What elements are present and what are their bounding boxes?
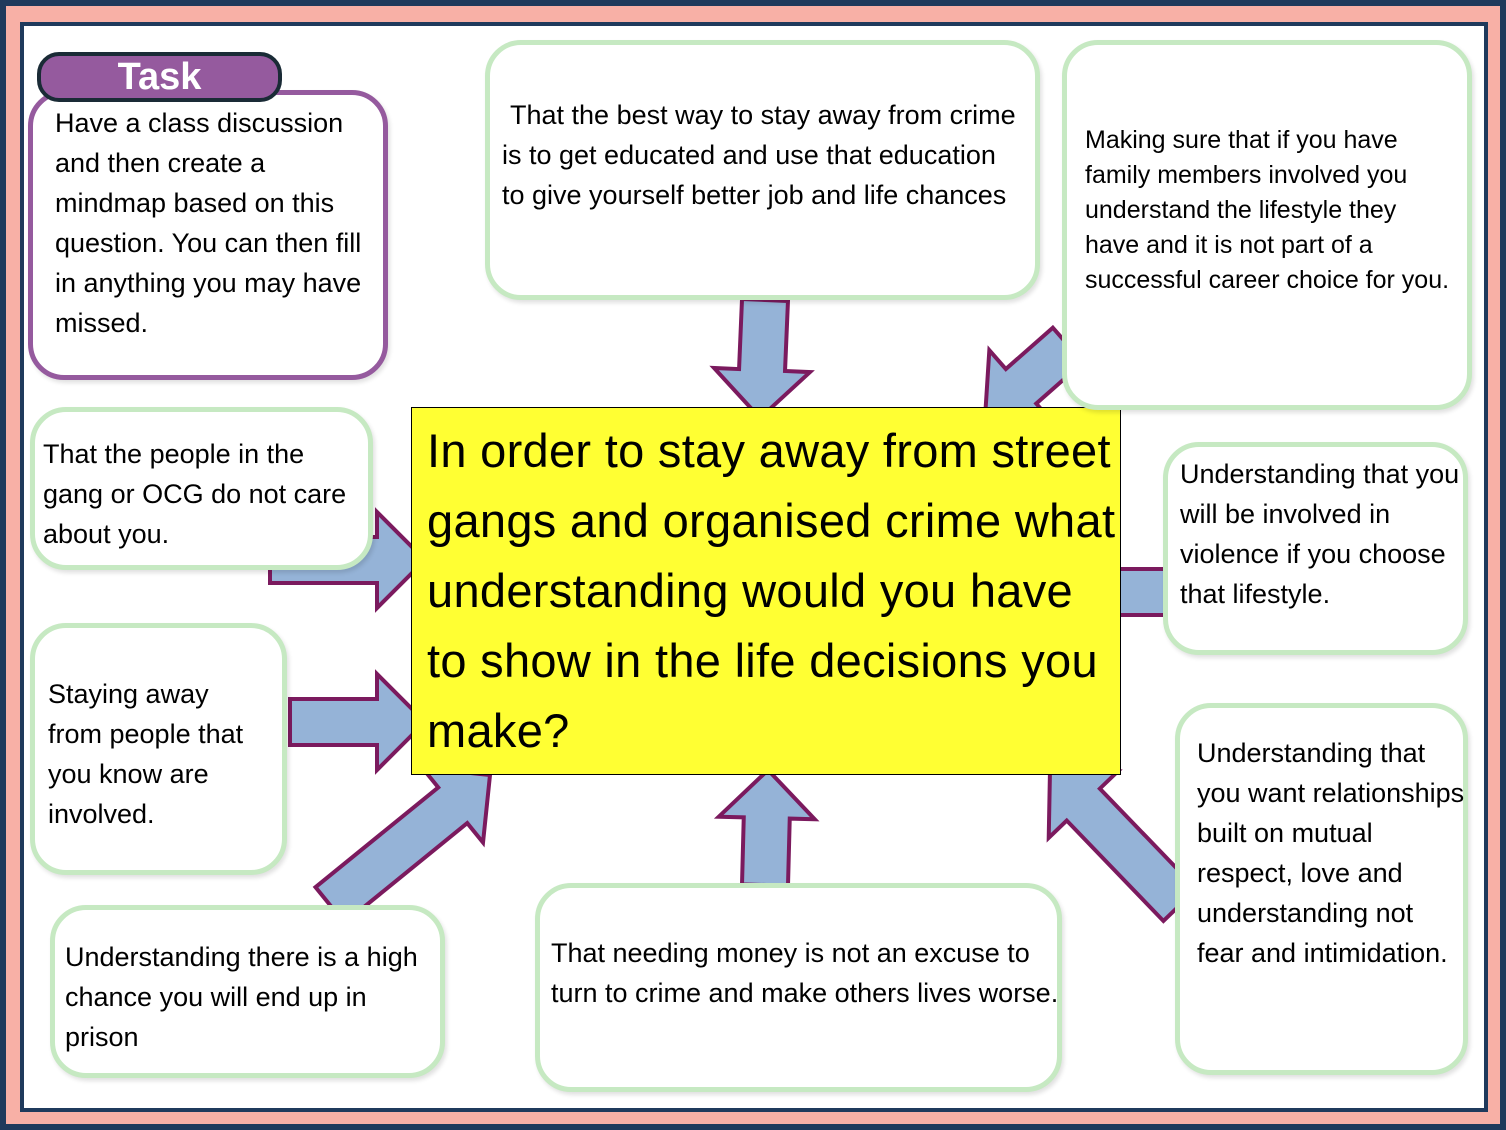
answer-text: That the best way to stay away from crim… [502, 100, 1016, 210]
arrow-prison-icon [312, 765, 493, 926]
task-label: Task [37, 52, 282, 102]
arrow-education-icon [709, 296, 815, 421]
arrow-relationships-icon [1046, 767, 1200, 924]
task-box: Have a class discussion and then create … [28, 90, 388, 380]
answer-box-money: That needing money is not an excuse to t… [535, 883, 1062, 1092]
question-text: In order to stay away from street gangs … [427, 424, 1116, 757]
answer-text: Understanding there is a high chance you… [65, 942, 418, 1052]
arrow-stay-away-icon [288, 669, 428, 775]
answer-text: That needing money is not an excuse to t… [551, 938, 1059, 1008]
answer-text: Understanding that you want relationship… [1197, 738, 1465, 968]
answer-text: Staying away from people that you know a… [48, 679, 244, 829]
answer-box-education: That the best way to stay away from crim… [485, 40, 1040, 300]
answer-box-family: Making sure that if you have family memb… [1062, 40, 1472, 410]
arrow-money-icon [713, 767, 820, 888]
answer-box-violence: Understanding that you will be involved … [1163, 442, 1468, 655]
answer-box-dont-care: That the people in the gang or OCG do no… [30, 407, 373, 570]
answer-box-relationships: Understanding that you want relationship… [1175, 703, 1468, 1075]
task-text: Have a class discussion and then create … [55, 108, 362, 338]
answer-box-stay-away: Staying away from people that you know a… [30, 623, 287, 875]
answer-box-prison: Understanding there is a high chance you… [50, 905, 445, 1078]
central-question: In order to stay away from street gangs … [411, 407, 1121, 775]
answer-text: Understanding that you will be involved … [1180, 459, 1460, 609]
answer-text: Making sure that if you have family memb… [1085, 126, 1450, 294]
answer-text: That the people in the gang or OCG do no… [43, 439, 347, 549]
